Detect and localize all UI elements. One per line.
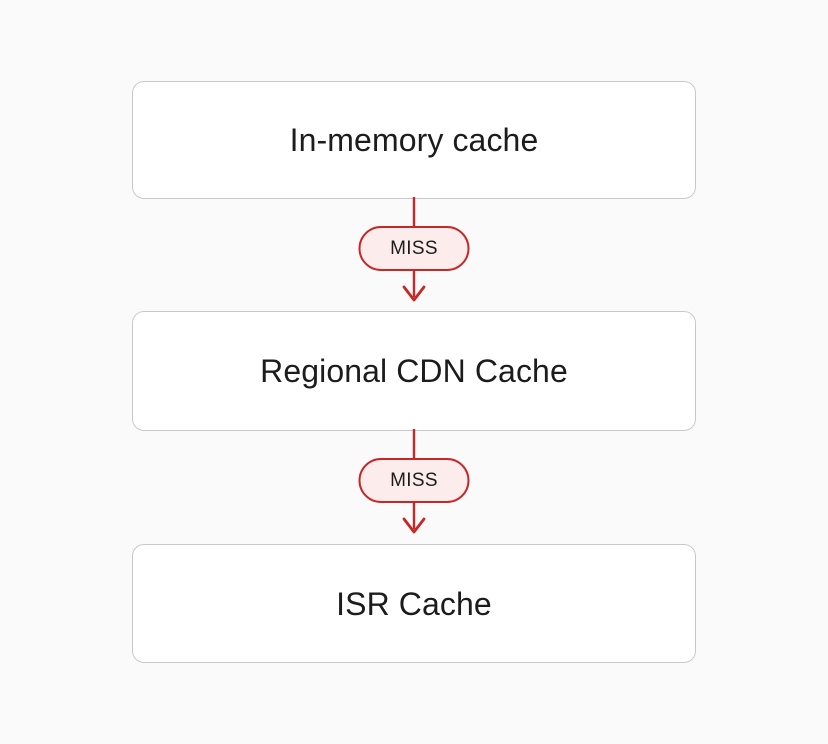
node-label: In-memory cache <box>289 122 539 158</box>
node-label: Regional CDN Cache <box>260 353 568 389</box>
edge-badge-label: MISS <box>390 238 438 259</box>
node-isr-cache[interactable]: ISR Cache <box>132 544 696 663</box>
node-in-memory-cache[interactable]: In-memory cache <box>132 81 696 199</box>
edge-badge-miss[interactable]: MISS <box>358 458 470 503</box>
edge-badge-label: MISS <box>390 470 438 491</box>
node-label: ISR Cache <box>336 585 492 622</box>
node-regional-cdn-cache[interactable]: Regional CDN Cache <box>132 311 696 431</box>
edge-badge-miss[interactable]: MISS <box>358 226 470 271</box>
